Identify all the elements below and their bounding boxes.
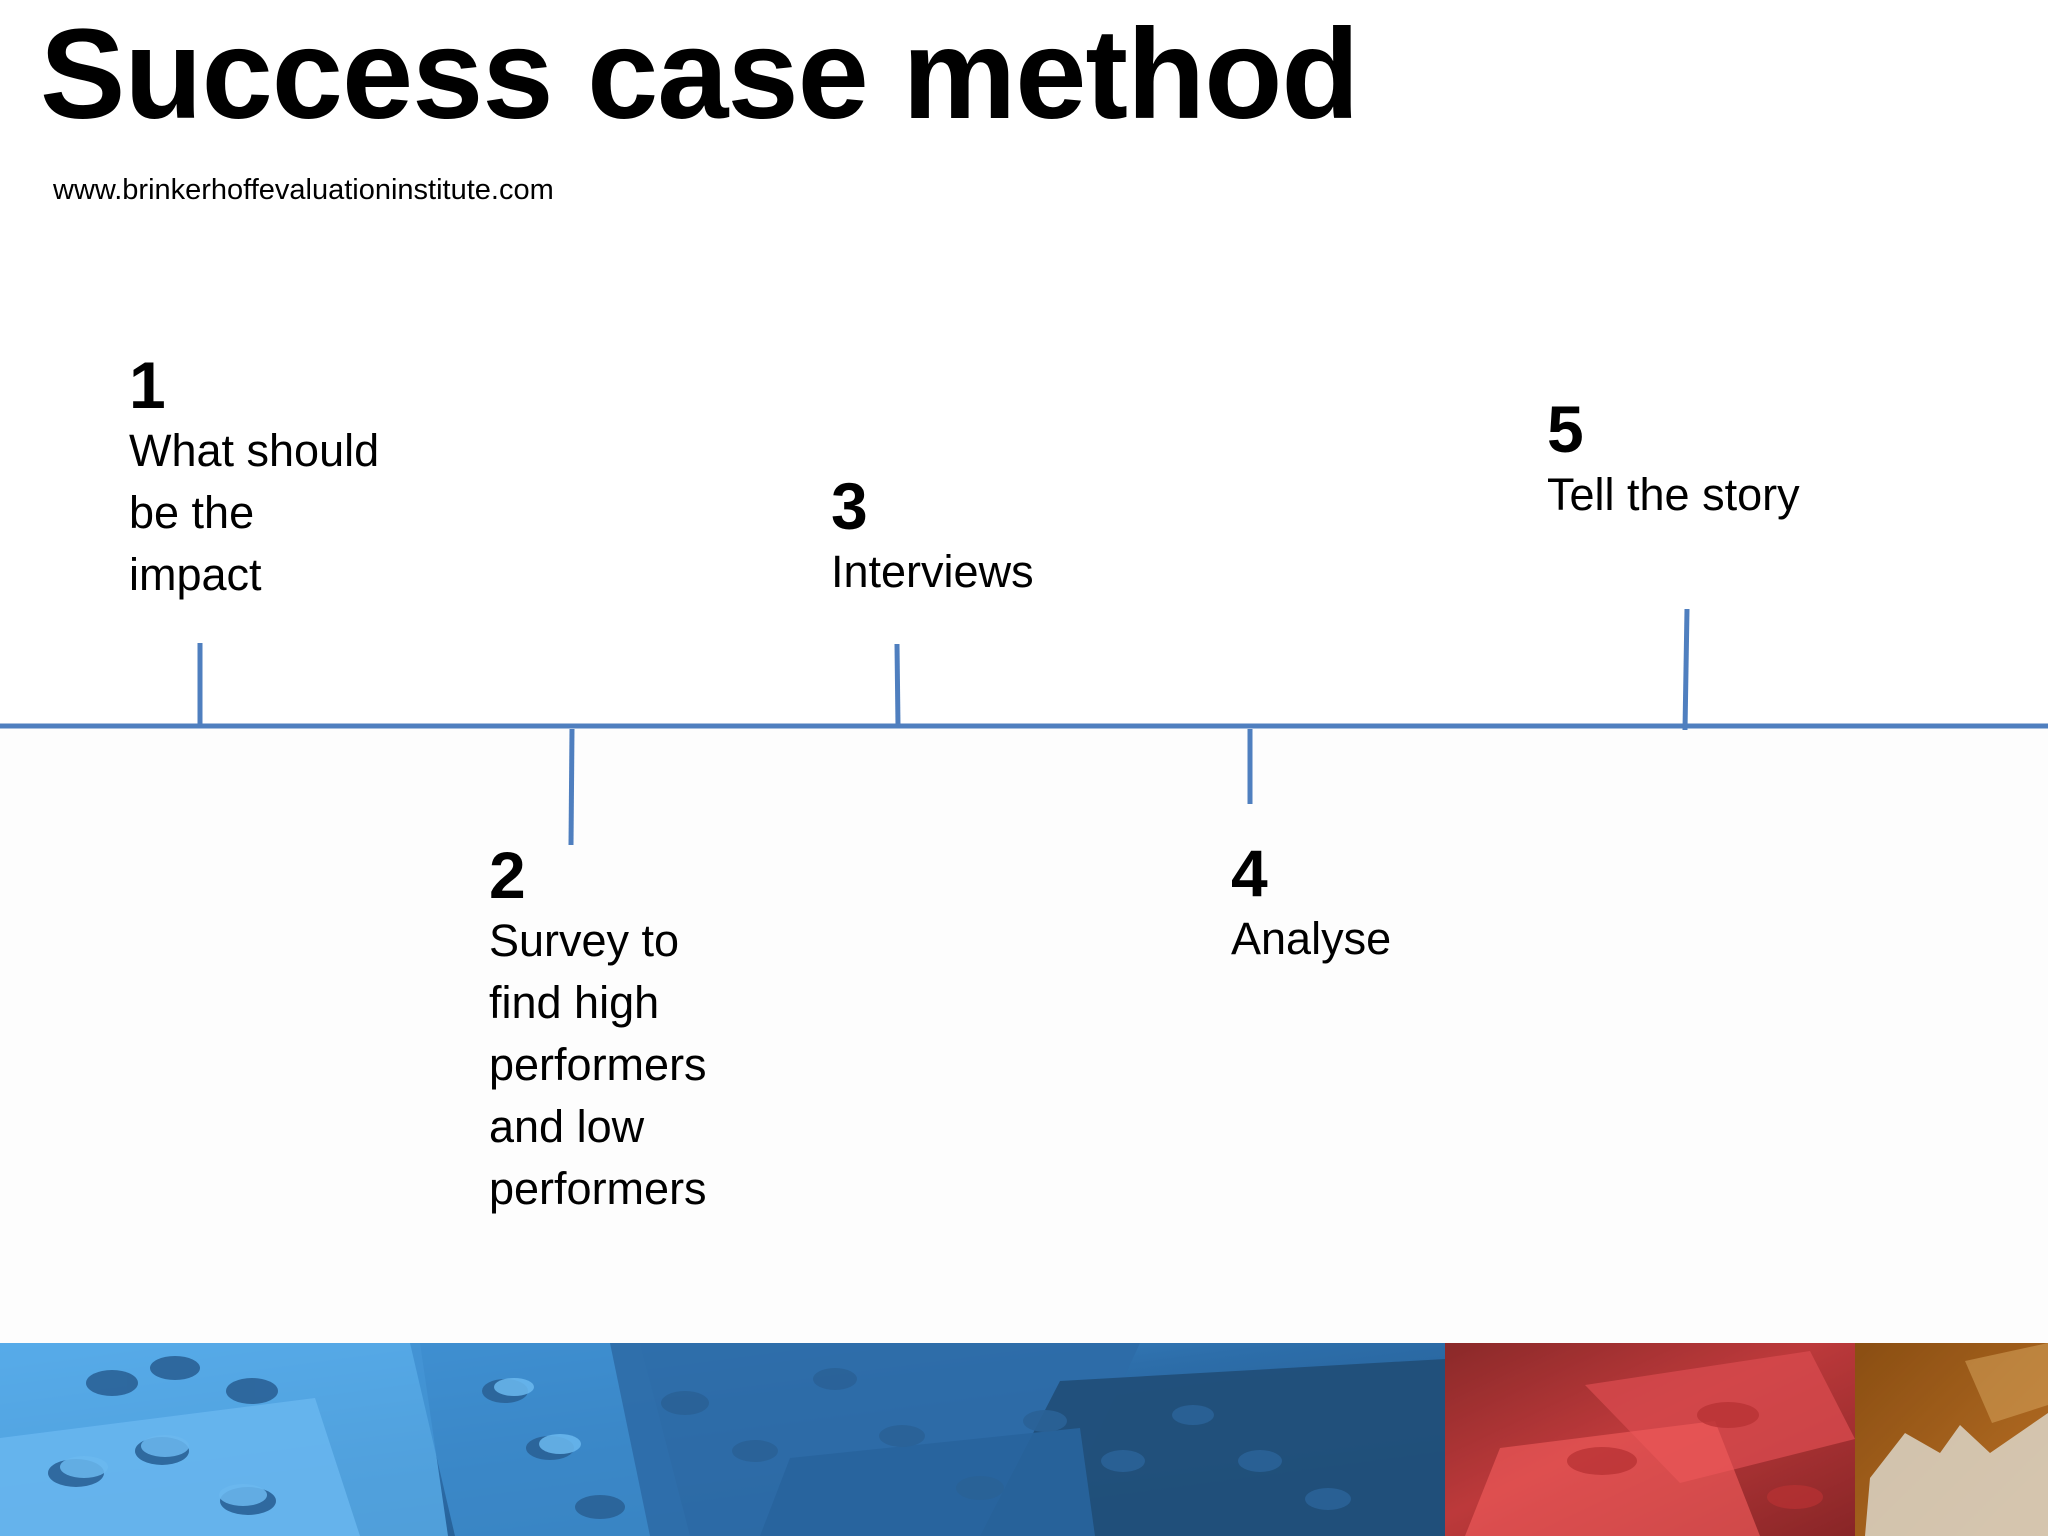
timeline-tick-3	[894, 643, 901, 727]
timeline-step-3: 3 Interviews	[831, 471, 1034, 603]
source-url: www.brinkerhoffevaluationinstitute.com	[53, 174, 554, 206]
page-title: Success case method	[40, 3, 1360, 146]
step-label: Survey to find high performers and low p…	[489, 915, 707, 1214]
step-label: What should be the impact	[129, 425, 380, 600]
lego-brick-banner-image	[0, 1343, 2048, 1536]
timeline-tick-5	[1682, 608, 1690, 731]
timeline-step-1: 1 What should be the impact	[129, 350, 379, 606]
step-number: 2	[489, 838, 526, 912]
step-number: 1	[129, 348, 166, 422]
timeline-step-2: 2 Survey to find high performers and low…	[489, 840, 707, 1220]
timeline-step-4: 4 Analyse	[1231, 838, 1391, 970]
timeline-tick-2	[568, 728, 575, 846]
step-label: Analyse	[1231, 913, 1392, 964]
step-number: 3	[831, 469, 868, 543]
step-number: 4	[1231, 836, 1268, 910]
timeline-step-5: 5 Tell the story	[1547, 394, 1800, 526]
lego-brick-banner	[0, 1343, 2048, 1536]
step-label: Interviews	[831, 546, 1034, 597]
lower-background-panel	[0, 728, 2048, 1343]
step-label: Tell the story	[1547, 469, 1800, 520]
step-number: 5	[1547, 392, 1584, 466]
